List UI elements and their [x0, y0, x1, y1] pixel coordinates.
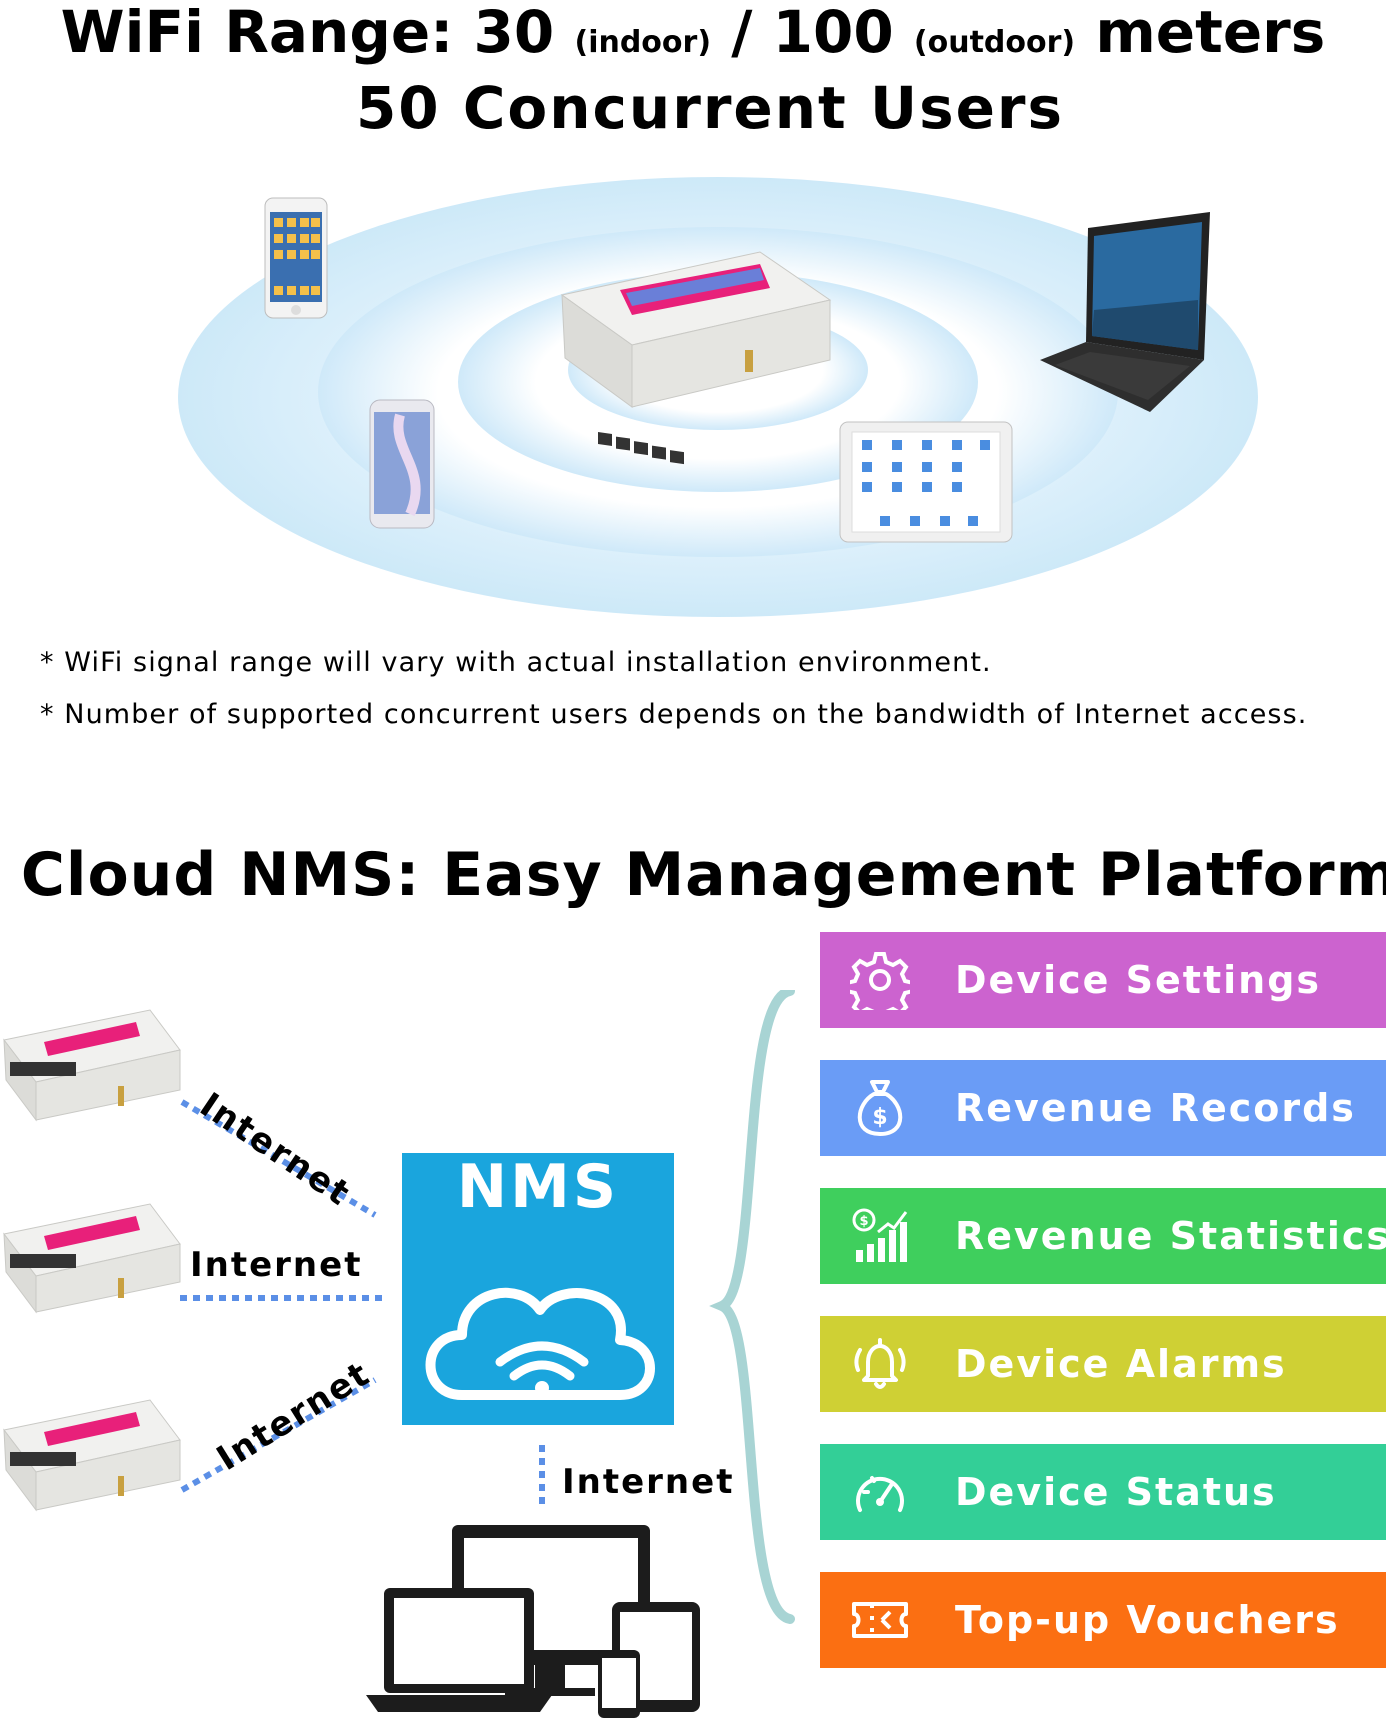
router-1 — [3, 1009, 181, 1122]
cloud-wifi-icon — [425, 1287, 655, 1400]
tablet — [839, 421, 1013, 543]
feature-label: Device Alarms — [955, 1342, 1287, 1386]
indoor-label: (indoor) — [574, 25, 712, 60]
nms-topology-diagram — [3, 990, 795, 1718]
feature-label: Revenue Records — [955, 1086, 1356, 1130]
feature-label: Device Status — [955, 1470, 1277, 1514]
wifi-coverage-illustration — [178, 177, 1258, 617]
link-router-1 — [180, 1099, 377, 1218]
money-bag-icon: $ — [857, 1080, 903, 1136]
user-devices-icon — [366, 1525, 700, 1718]
users-headline: 50 Concurrent Users — [355, 74, 1065, 142]
router-2 — [3, 1203, 181, 1314]
gear-icon — [850, 952, 910, 1010]
internet-label-2: Internet — [190, 1245, 363, 1285]
nms-box — [402, 1153, 674, 1425]
note-users: * Number of supported concurrent users d… — [40, 699, 1308, 730]
router-3 — [3, 1399, 181, 1512]
feature-device-status: Device Status — [820, 1444, 1386, 1540]
revenue-chart-icon: $ — [852, 1208, 908, 1262]
feature-revenue-records: $ Revenue Records — [820, 1060, 1386, 1156]
range-headline: WiFi Range: 30 (indoor) / 100 (outdoor) … — [0, 0, 1386, 75]
smartphone-2 — [369, 399, 435, 529]
meters-label: meters — [1095, 0, 1326, 66]
outdoor-range: / 100 — [731, 0, 894, 66]
feature-top-up-vouchers: Top-up Vouchers — [820, 1572, 1386, 1668]
section-title: Cloud NMS: Easy Management Platform — [20, 840, 1386, 910]
feature-device-settings: Device Settings — [820, 932, 1386, 1028]
feature-label: Device Settings — [955, 958, 1322, 1002]
link-router-3 — [180, 1377, 377, 1493]
range-prefix: WiFi Range: 30 — [60, 0, 555, 66]
feature-label: Revenue Statistics — [955, 1214, 1386, 1258]
svg-text:$: $ — [872, 1105, 887, 1130]
grouping-brace — [709, 990, 795, 1624]
ticket-icon — [852, 1602, 908, 1638]
smartphone-1 — [264, 197, 328, 319]
feature-device-alarms: Device Alarms — [820, 1316, 1386, 1412]
nms-label: NMS — [456, 1152, 620, 1222]
svg-text:$: $ — [859, 1214, 868, 1229]
note-range: * WiFi signal range will vary with actua… — [40, 647, 992, 678]
feature-revenue-statistics: $ Revenue Statistics — [820, 1188, 1386, 1284]
internet-label-4: Internet — [562, 1462, 735, 1502]
feature-label: Top-up Vouchers — [955, 1598, 1340, 1642]
laptop — [1040, 212, 1210, 412]
bell-icon — [854, 1338, 906, 1389]
speedometer-icon — [856, 1476, 904, 1512]
router-center — [560, 251, 832, 465]
outdoor-label: (outdoor) — [913, 25, 1076, 60]
